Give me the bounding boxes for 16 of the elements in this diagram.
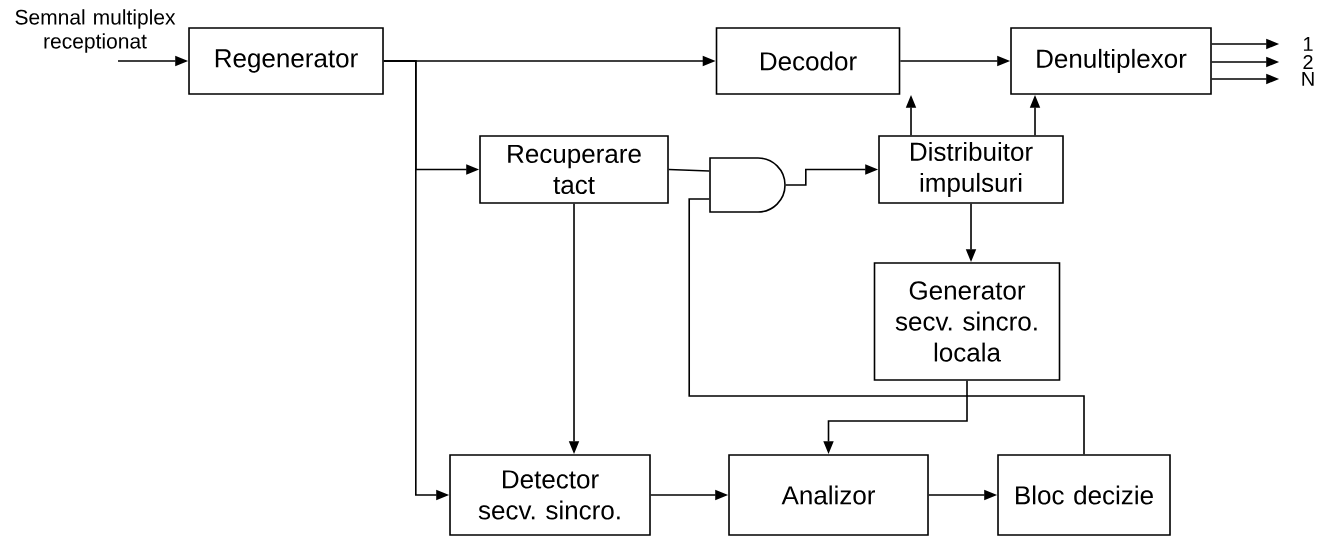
process-box: Bloc decizie — [997, 454, 1171, 536]
process-box: Generator secv. sincro. locala — [873, 262, 1061, 381]
output-label: 2 — [1303, 55, 1313, 69]
connector-line — [668, 168, 710, 172]
process-box: Denultiplexor — [1010, 27, 1212, 95]
output-label: 1 — [1303, 37, 1313, 51]
signal-label: Semnal multiplex receptionat — [15, 9, 176, 53]
process-box: Decodor — [715, 27, 901, 95]
process-box: Distribuitor impulsuri — [878, 135, 1064, 204]
process-box: Recuperare tact — [479, 135, 669, 204]
process-box: Detector secv. sincro. — [449, 454, 651, 536]
connector-line — [688, 198, 1085, 455]
process-box: Regenerator — [188, 27, 384, 95]
and-gate — [709, 157, 786, 213]
output-label: N — [1302, 72, 1314, 86]
process-box: Analizor — [728, 454, 929, 536]
